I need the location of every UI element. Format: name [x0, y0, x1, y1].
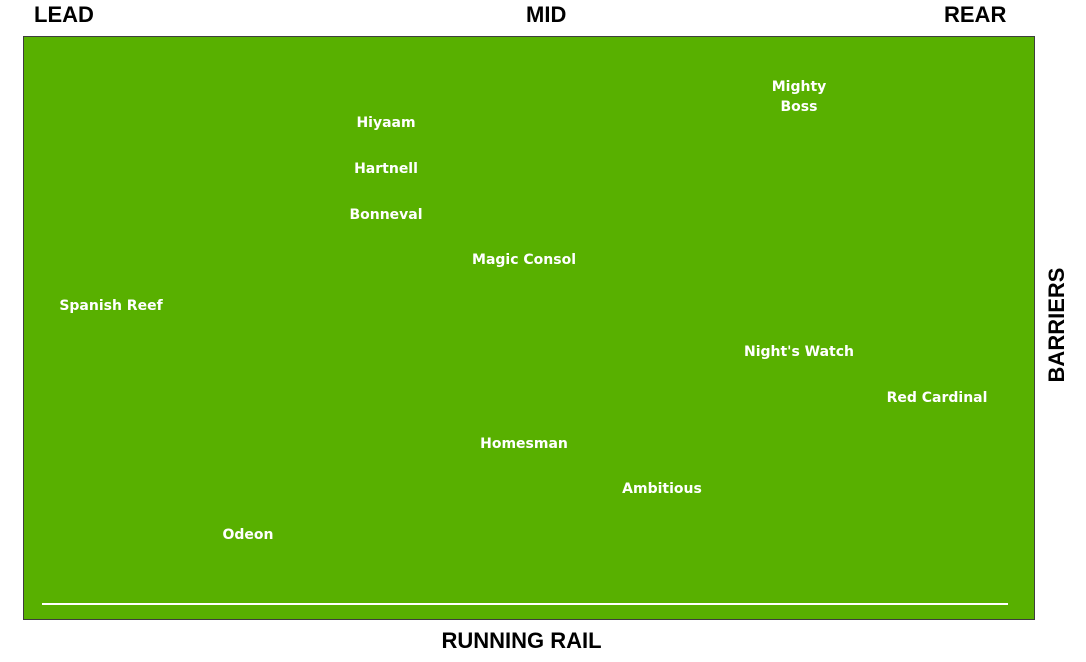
runner-name-line: Odeon: [222, 527, 274, 544]
track-field: [23, 36, 1035, 620]
runner-label: Red Cardinal: [887, 388, 988, 408]
runner-name-line: Hiyaam: [356, 115, 416, 131]
runner-name-line: Spanish Reef: [59, 298, 163, 315]
barriers-label: BARRIERS: [1044, 267, 1069, 383]
runner-name-line: Bonneval: [349, 206, 423, 223]
runner-name-line: Homesman: [480, 435, 568, 452]
running-rail-label: RUNNING RAIL: [441, 628, 602, 653]
runner-label: Hartnell: [354, 159, 418, 179]
runner-label: Night's Watch: [744, 342, 854, 362]
runner-label: Magic Consol: [472, 250, 576, 270]
runner-label: Ambitious: [622, 479, 702, 499]
lead-label: LEAD: [34, 2, 94, 27]
runner-label: Homesman: [480, 434, 568, 454]
runner-name-line: Ambitious: [622, 481, 702, 498]
rear-label: REAR: [944, 2, 1007, 27]
runner-name-line: Magic Consol: [472, 252, 576, 269]
runner-name-line: Red Cardinal: [886, 389, 988, 406]
runner-name-line: Night's Watch: [743, 344, 855, 360]
runner-name-line: Boss: [780, 99, 818, 115]
runner-label: Bonneval: [349, 205, 422, 225]
runner-label: Hiyaam: [356, 113, 415, 133]
mid-label: MID: [526, 2, 567, 27]
runner-label: Odeon: [222, 525, 273, 545]
running-rail-line: [42, 603, 1008, 605]
runner-name-line: Hartnell: [354, 160, 418, 177]
runner-label: Spanish Reef: [59, 296, 162, 316]
runner-name-line: Mighty: [771, 79, 827, 95]
